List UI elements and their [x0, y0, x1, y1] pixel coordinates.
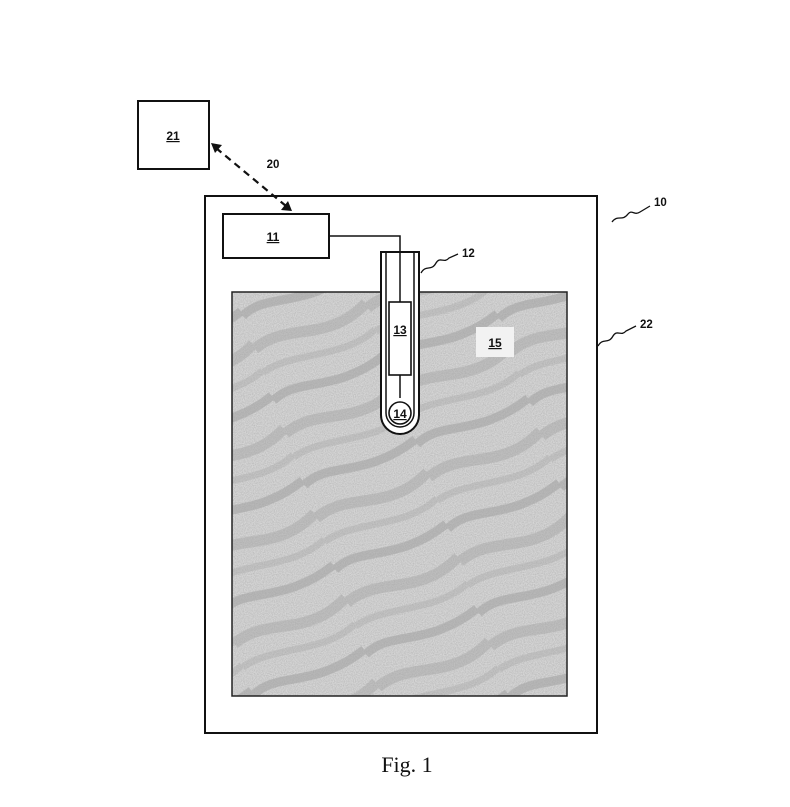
figure-caption: Fig. 1 [381, 752, 432, 777]
ref-10: 10 [654, 197, 667, 209]
leader-22 [597, 325, 637, 347]
probe-tip-label: 14 [393, 407, 407, 421]
probe-tip-circle [388, 401, 412, 425]
ref-22: 22 [640, 319, 653, 331]
sensor-element-label: 13 [393, 323, 407, 337]
sensor-element-box [388, 301, 412, 376]
remote-unit-box [137, 100, 210, 170]
ref-20: 20 [267, 159, 280, 171]
control-unit-label: 11 [267, 230, 280, 244]
medium-label: 15 [488, 336, 502, 350]
medium-label-box [476, 327, 514, 357]
remote-unit-label: 21 [166, 129, 180, 143]
leader-10 [611, 205, 651, 223]
ref-12: 12 [462, 248, 475, 260]
wireless-link-arrow [211, 143, 292, 211]
control-unit-box [222, 213, 330, 259]
leader-12 [420, 253, 459, 274]
